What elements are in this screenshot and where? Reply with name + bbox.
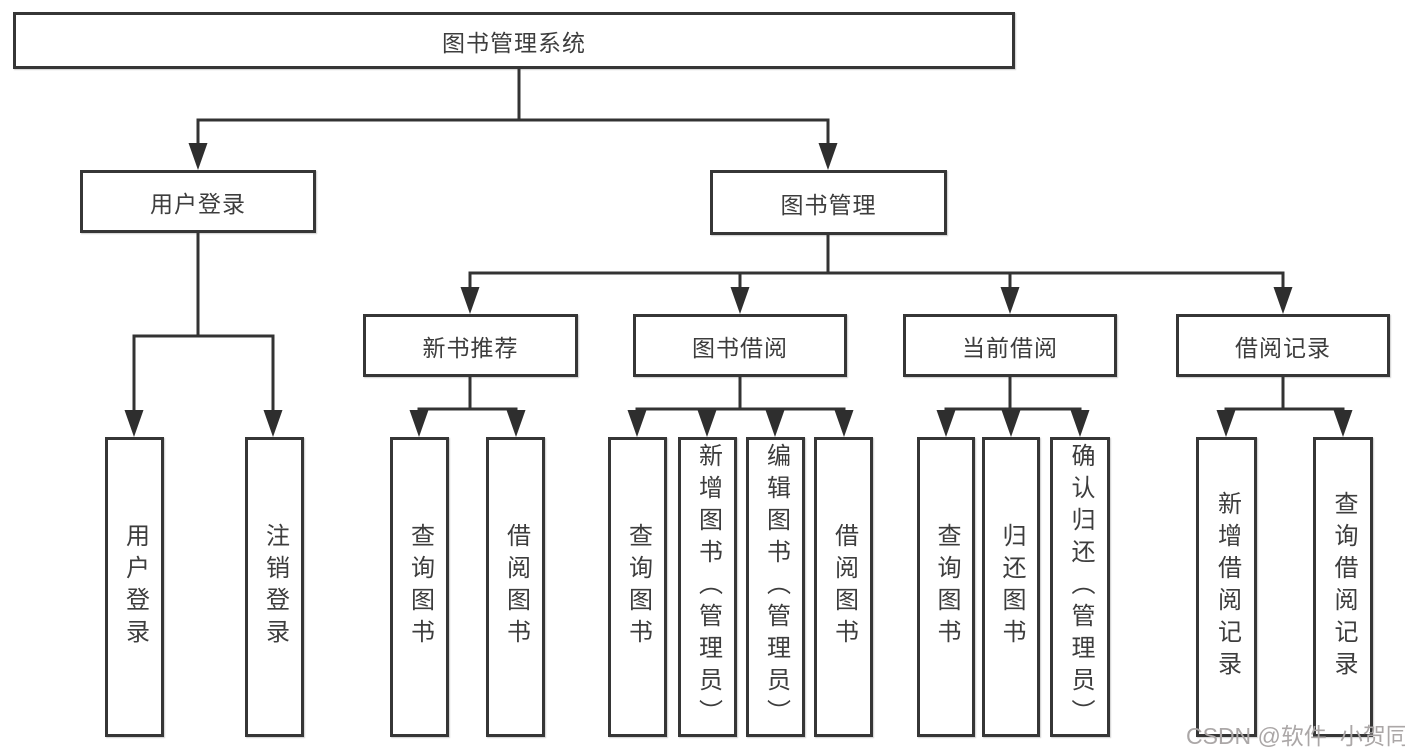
leaf-return-books: 归还图书 — [982, 437, 1040, 737]
node-new-book-recommendation: 新书推荐 — [363, 314, 578, 377]
node-book-borrowing: 图书借阅 — [633, 314, 847, 377]
node-label: 图书管理 — [780, 191, 877, 218]
arrow-icon — [1070, 410, 1090, 437]
arrow-icon — [627, 410, 647, 437]
node-label: 编辑图书（管理员） — [762, 443, 790, 731]
node-label: 新书推荐 — [422, 334, 519, 361]
node-label: 新增借阅记录 — [1213, 491, 1241, 683]
connector-bookmgmt-to-level3 — [468, 235, 1285, 292]
arrow-icon — [188, 143, 208, 170]
arrow-icon — [834, 410, 854, 437]
arrow-icon — [124, 410, 144, 437]
arrow-icon — [697, 410, 717, 437]
arrow-icon — [409, 410, 429, 437]
leaf-add-books-admin: 新增图书（管理员） — [678, 437, 737, 737]
node-label: 查询借阅记录 — [1330, 491, 1357, 683]
node-user-login: 用户登录 — [80, 170, 316, 233]
connector-bookborrow-to-leaves — [635, 377, 846, 414]
node-label: 查询图书 — [933, 523, 960, 651]
leaf-confirm-return-admin: 确认归还（管理员） — [1050, 437, 1110, 737]
leaf-edit-books-admin: 编辑图书（管理员） — [746, 437, 805, 737]
leaf-query-books-recommend: 查询图书 — [390, 437, 449, 737]
node-label: 用户登录 — [121, 523, 149, 651]
arrow-icon — [460, 287, 480, 314]
csdn-watermark: CSDN @软件_小贺同学 — [1186, 723, 1405, 747]
node-current-borrowing: 当前借阅 — [903, 314, 1117, 377]
leaf-borrow-books: 借阅图书 — [814, 437, 873, 737]
arrow-icon — [936, 410, 956, 437]
arrow-icon — [1000, 287, 1020, 314]
leaf-user-login: 用户登录 — [105, 437, 164, 737]
node-label: 图书借阅 — [692, 334, 788, 361]
arrowheads — [124, 143, 1353, 437]
leaf-logout: 注销登录 — [245, 437, 304, 737]
connector-borrowrecords-to-leaves — [1224, 377, 1345, 414]
connector-newbookrec-to-leaves — [417, 377, 518, 414]
node-label: 注销登录 — [261, 523, 289, 651]
node-label: 借阅图书 — [830, 523, 858, 651]
node-label: 借阅记录 — [1235, 334, 1331, 361]
node-label: 图书管理系统 — [442, 29, 586, 56]
node-label: 当前借阅 — [962, 334, 1058, 361]
leaf-query-borrow-record: 查询借阅记录 — [1313, 437, 1373, 737]
node-label: 查询图书 — [406, 523, 434, 651]
leaf-query-books-borrowing: 查询图书 — [608, 437, 667, 737]
arrow-icon — [1216, 410, 1236, 437]
node-label: 确认归还（管理员） — [1067, 443, 1094, 731]
arrow-icon — [730, 287, 750, 314]
arrow-icon — [1333, 410, 1353, 437]
leaf-query-books-current: 查询图书 — [917, 437, 975, 737]
node-label: 查询图书 — [624, 523, 652, 651]
node-label: 借阅图书 — [502, 523, 530, 651]
node-label: 新增图书（管理员） — [694, 443, 722, 731]
arrow-icon — [818, 143, 838, 170]
node-library-management-system: 图书管理系统 — [13, 12, 1015, 69]
arrow-icon — [506, 410, 526, 437]
node-borrowing-records: 借阅记录 — [1176, 314, 1390, 377]
node-book-management: 图书管理 — [710, 170, 947, 235]
arrow-icon — [1001, 410, 1021, 437]
leaf-add-borrow-record: 新增借阅记录 — [1196, 437, 1257, 737]
arrow-icon — [765, 410, 785, 437]
node-label: 用户登录 — [150, 190, 246, 217]
connector-userlogin-to-leaves — [132, 233, 275, 414]
node-label: 归还图书 — [998, 523, 1025, 651]
connector-currentborrow-to-leaves — [944, 377, 1082, 414]
arrow-icon — [263, 410, 283, 437]
arrow-icon — [1273, 287, 1293, 314]
leaf-borrow-books-recommend: 借阅图书 — [486, 437, 545, 737]
connector-root-to-level2 — [196, 69, 830, 147]
